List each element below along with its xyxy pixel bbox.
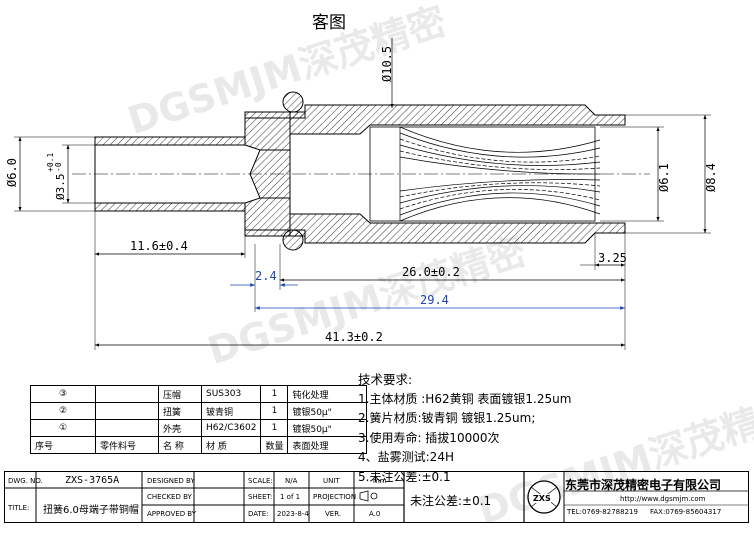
sheet-label: SHEET: xyxy=(248,493,273,501)
cell: 1 xyxy=(260,402,289,420)
cell: 钝化处理 xyxy=(287,385,368,403)
cell xyxy=(95,402,159,420)
parts-table: ③ 压帽 SUS303 1 钝化处理 ② 扭簧 铍青铜 1 镀银50μ" ① 外… xyxy=(30,385,368,454)
unit-label: UNIT xyxy=(323,477,340,485)
header-cell: 序号 xyxy=(30,436,96,454)
dim-d3-5: Ø3.5 xyxy=(54,174,67,201)
header-cell: 零件料号 xyxy=(95,436,159,454)
scale-value: N/A xyxy=(285,477,298,485)
ver-label: VER. xyxy=(325,510,342,518)
o-ring-top xyxy=(282,91,304,113)
cell xyxy=(95,385,159,403)
dim-3-25: 3.25 xyxy=(598,251,627,265)
title-label: TITLE: xyxy=(8,504,30,512)
dim-d10-5: Ø10.5 xyxy=(380,46,394,82)
twist-spring xyxy=(369,126,601,222)
header-cell: 材 质 xyxy=(200,436,262,454)
part-title: 扭簧6.0母端子带铜帽 xyxy=(43,505,139,516)
designed-by-label: DESIGNED BY xyxy=(147,477,195,485)
cell: 外壳 xyxy=(158,419,202,437)
drawing-title: 客图 xyxy=(312,13,346,33)
company-tel: TEL:0769-82788219 xyxy=(567,508,638,516)
untoleranced-note: 未注公差:±0.1 xyxy=(410,494,492,508)
company-name: 东莞市深茂精密电子有限公司 xyxy=(565,478,722,492)
dwg-no-label: DWG. NO. xyxy=(8,477,43,485)
housing-body xyxy=(244,104,626,244)
company-fax: FAX:0769-85604317 xyxy=(650,508,722,516)
dim-d6-1: Ø6.1 xyxy=(657,163,671,192)
unit-value: mm xyxy=(373,477,387,485)
date-value: 2023-8-4 xyxy=(277,510,309,518)
scale-label: SCALE: xyxy=(248,477,273,485)
tech-item: 3.使用寿命: 插拔10000次 xyxy=(358,430,500,445)
header-cell: 名 称 xyxy=(158,436,202,454)
cell: 1 xyxy=(260,385,289,403)
cell: H62/C3602 xyxy=(200,419,262,437)
header-cell: 数量 xyxy=(260,436,289,454)
dim-d6-0: Ø6.0 xyxy=(5,158,19,187)
tech-item: 5.未注公差:±0.1 xyxy=(358,469,451,484)
tech-item: 4、盐雾测试:24H xyxy=(358,450,454,464)
parts-row: ② 扭簧 铍青铜 1 镀银50μ" xyxy=(30,402,368,420)
projection-label: PROJECTION xyxy=(313,493,357,501)
date-label: DATE: xyxy=(248,510,269,518)
cell: ③ xyxy=(30,385,96,403)
dim-d3-5-upper: +0.1 xyxy=(46,153,55,172)
cell: 镀银50μ" xyxy=(287,402,368,420)
cell: ① xyxy=(30,419,96,437)
sheet-value: 1 of 1 xyxy=(280,493,301,501)
cell: SUS303 xyxy=(200,385,262,403)
company-logo-text: ZXS xyxy=(533,494,551,503)
dim-41-3: 41.3±0.2 xyxy=(325,330,383,344)
ver-value: A.0 xyxy=(369,510,381,518)
cell: 铍青铜 xyxy=(200,402,262,420)
dim-2-4: 2.4 xyxy=(255,269,277,283)
cell: 1 xyxy=(260,419,289,437)
dim-26-0: 26.0±0.2 xyxy=(402,265,460,279)
header-cell: 表面处理 xyxy=(287,436,368,454)
dim-11-6: 11.6±0.4 xyxy=(130,239,188,253)
cell xyxy=(95,419,159,437)
cell: ② xyxy=(30,402,96,420)
company-web: http://www.dgsmjm.com xyxy=(620,495,706,503)
tech-item: 2.簧片材质:铍青铜 镀银1.25um; xyxy=(358,411,536,425)
approved-by-label: APPROVED BY xyxy=(147,510,197,518)
dim-d8-4: Ø8.4 xyxy=(704,163,718,192)
checked-by-label: CHECKED BY xyxy=(147,493,192,501)
cell: 扭簧 xyxy=(158,402,202,420)
parts-row: ① 外壳 H62/C3602 1 镀银50μ" xyxy=(30,419,368,437)
cell: 压帽 xyxy=(158,385,202,403)
tech-requirements: 技术要求: 1.主体材质 :H62黄铜 表面镀银1.25um 2.簧片材质:铍青… xyxy=(358,370,571,487)
tech-item: 1.主体材质 :H62黄铜 表面镀银1.25um xyxy=(358,391,572,406)
o-ring-bottom xyxy=(282,229,304,251)
parts-row: ③ 压帽 SUS303 1 钝化处理 xyxy=(30,385,368,403)
dwg-no: ZXS-3765A xyxy=(65,475,120,486)
dim-d3-5-lower: -0 xyxy=(54,162,63,172)
dim-29-4: 29.4 xyxy=(420,293,449,307)
tech-heading: 技术要求: xyxy=(358,372,413,387)
parts-header-row: 序号 零件料号 名 称 材 质 数量 表面处理 xyxy=(30,436,368,454)
cell: 镀银50μ" xyxy=(287,419,368,437)
